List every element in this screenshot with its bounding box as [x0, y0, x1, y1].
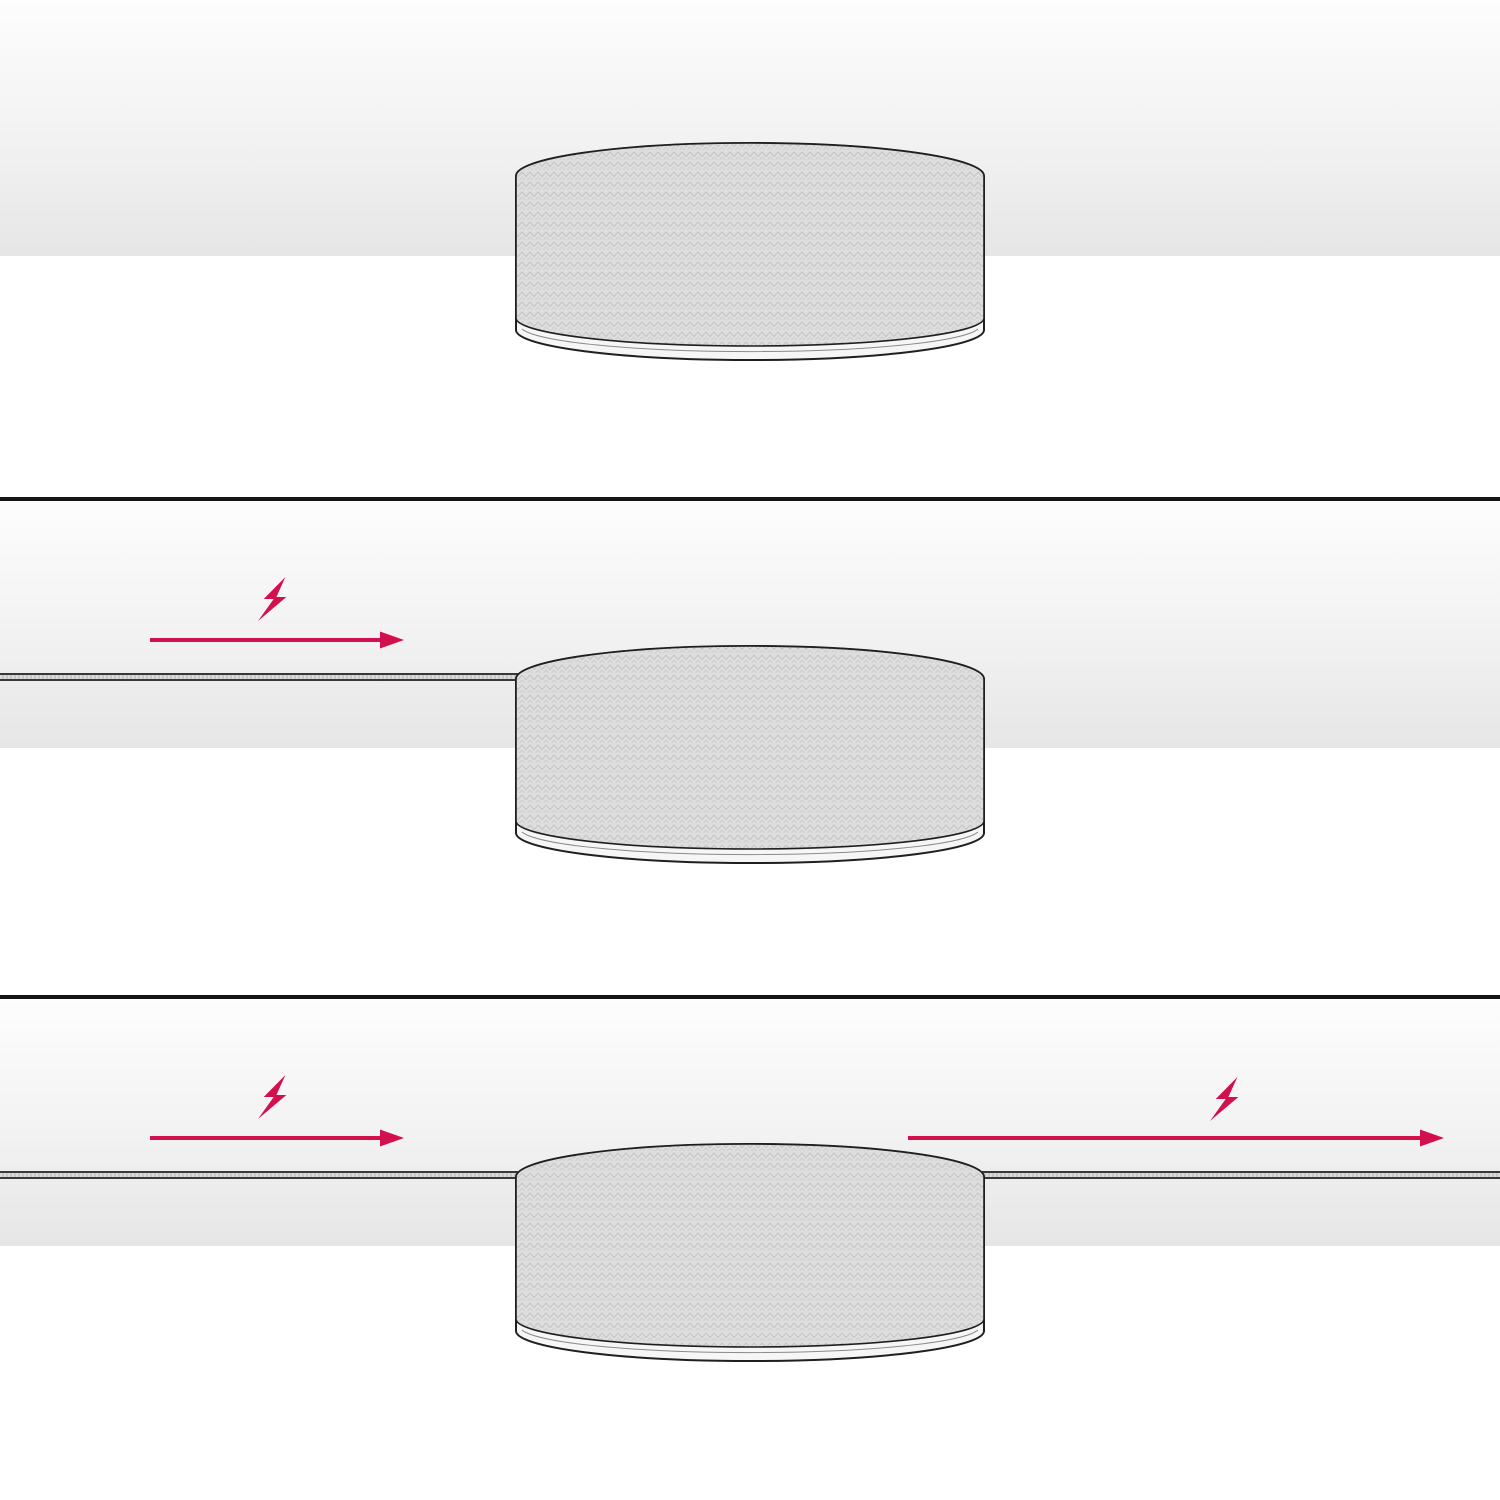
- panel-power-pass-through: [0, 995, 1500, 1500]
- arrow-right-icon: [150, 1129, 404, 1147]
- lightning-bolt-icon: [1210, 1077, 1239, 1121]
- power-cable-right: [982, 1171, 1500, 1179]
- drum-ceiling-lamp: [515, 1143, 985, 1362]
- lightning-bolt-icon: [258, 1075, 287, 1119]
- drum-ceiling-lamp: [515, 645, 985, 864]
- power-cable-left: [0, 1171, 518, 1179]
- panel-power-in-from-left: [0, 497, 1500, 995]
- lightning-bolt-icon: [258, 577, 287, 621]
- drum-ceiling-lamp: [515, 142, 985, 361]
- arrow-right-icon: [908, 1129, 1444, 1147]
- arrow-right-icon: [150, 631, 404, 649]
- power-cable-left: [0, 673, 518, 681]
- panel-lamp-only: [0, 0, 1500, 497]
